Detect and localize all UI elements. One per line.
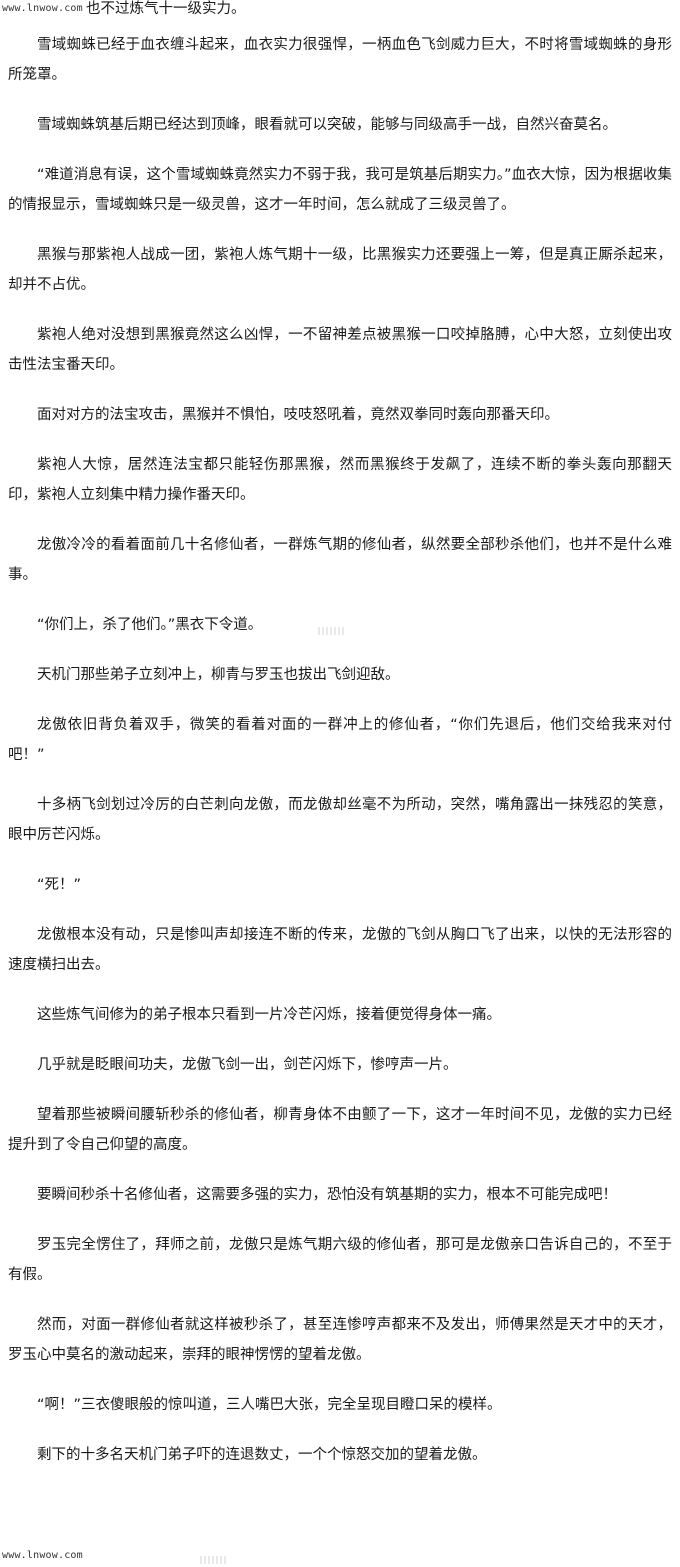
paragraph: 面对对方的法宝攻击，黑猴并不惧怕，吱吱怒吼着，竟然双拳同时轰向那番天印。: [37, 407, 559, 423]
paragraph: 龙傲根本没有动，只是惨叫声却接连不断的传来，龙傲的飞剑从胸口飞了出来，以快的无法…: [8, 927, 672, 973]
scan-artifact: [318, 627, 344, 635]
paragraph: 雪域蜘蛛筑基后期已经达到顶峰，眼看就可以突破，能够与同级高手一战，自然兴奋莫名。: [37, 117, 617, 133]
continuation-line: 也不过炼气十一级实力。: [86, 1, 246, 17]
paragraph: 要瞬间秒杀十名修仙者，这需要多强的实力，恐怕没有筑基期的实力，根本不可能完成吧！: [37, 1187, 617, 1203]
paragraph: “难道消息有误，这个雪域蜘蛛竟然实力不弱于我，我可是筑基后期实力。”血衣大惊，因…: [8, 167, 672, 213]
paragraph: 几乎就是眨眼间功夫，龙傲飞剑一出，剑芒闪烁下，惨哼声一片。: [37, 1057, 458, 1073]
paragraph: 紫袍人绝对没想到黑猴竟然这么凶悍，一不留神差点被黑猴一口咬掉胳膊，心中大怒，立刻…: [8, 327, 672, 373]
watermark-bottom: www.lnwow.com: [2, 1549, 83, 1563]
paragraph: “死！”: [37, 877, 82, 893]
scan-artifact: [200, 1556, 226, 1564]
paragraph: 罗玉完全愣住了，拜师之前，龙傲只是炼气期六级的修仙者，那可是龙傲亲口告诉自己的，…: [8, 1237, 672, 1283]
paragraph: 然而，对面一群修仙者就这样被秒杀了，甚至连惨哼声都来不及发出，师傅果然是天才中的…: [8, 1317, 672, 1363]
paragraph: 十多柄飞剑划过冷厉的白芒刺向龙傲，而龙傲却丝毫不为所动，突然，嘴角露出一抹残忍的…: [8, 797, 672, 843]
watermark-top: www.lnwow.com: [2, 2, 83, 16]
paragraph: 龙傲冷冷的看着面前几十名修仙者，一群炼气期的修仙者，纵然要全部秒杀他们，也并不是…: [8, 537, 672, 583]
paragraph: 望着那些被瞬间腰斩秒杀的修仙者，柳青身体不由颤了一下，这才一年时间不见，龙傲的实…: [8, 1107, 672, 1153]
paragraph: 紫袍人大惊，居然连法宝都只能轻伤那黑猴，然而黑猴终于发飙了，连续不断的拳头轰向那…: [8, 457, 672, 503]
paragraph: 黑猴与那紫袍人战成一团，紫袍人炼气期十一级，比黑猴实力还要强上一筹，但是真正厮杀…: [8, 247, 672, 293]
paragraph: 天机门那些弟子立刻冲上，柳青与罗玉也拔出飞剑迎敌。: [37, 667, 400, 683]
article-body: 雪域蜘蛛已经于血衣缠斗起来，血衣实力很强悍，一柄血色飞剑威力巨大，不时将雪域蜘蛛…: [8, 30, 672, 1490]
paragraph: 雪域蜘蛛已经于血衣缠斗起来，血衣实力很强悍，一柄血色飞剑威力巨大，不时将雪域蜘蛛…: [8, 37, 672, 83]
paragraph: 龙傲依旧背负着双手，微笑的看着对面的一群冲上的修仙者，“你们先退后，他们交给我来…: [8, 717, 672, 763]
paragraph: “你们上，杀了他们。”黑衣下令道。: [37, 617, 263, 633]
paragraph: 剩下的十多名天机门弟子吓的连退数丈，一个个惊怒交加的望着龙傲。: [37, 1447, 487, 1463]
paragraph: 这些炼气间修为的弟子根本只看到一片冷芒闪烁，接着便觉得身体一痛。: [37, 1007, 501, 1023]
paragraph: “啊！”三衣傻眼般的惊叫道，三人嘴巴大张，完全呈现目瞪口呆的模样。: [37, 1397, 502, 1413]
